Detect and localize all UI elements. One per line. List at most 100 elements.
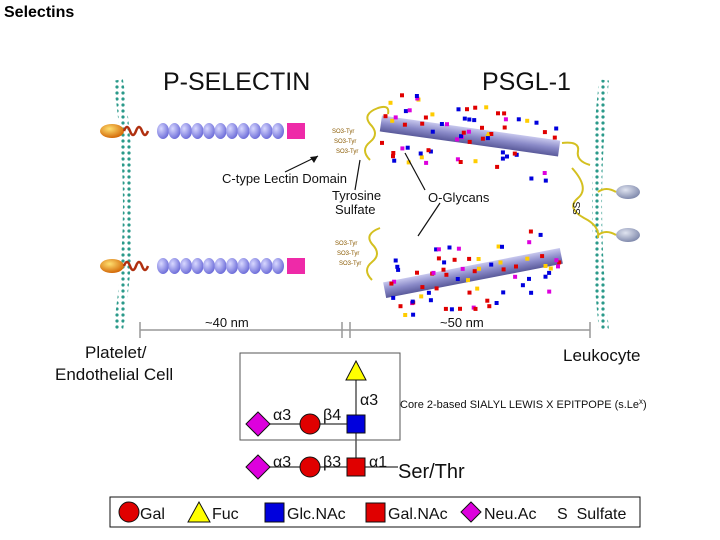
glycan-dot-lower-34	[389, 281, 394, 286]
leukocyte-label: Leukocyte	[563, 346, 641, 365]
glycan-dot-upper-45	[424, 160, 429, 165]
glycan-dot-lower-1	[467, 290, 472, 295]
consensus-repeat-upper-11	[272, 123, 284, 139]
glycan-dot-upper-70	[380, 140, 384, 145]
glycan-dot-upper-6	[428, 149, 433, 154]
glcnac-symbol	[346, 414, 366, 434]
glycan-dot-lower-50	[447, 245, 452, 250]
glycan-dot-lower-40	[444, 272, 449, 277]
glycan-dot-upper-1	[467, 139, 472, 144]
psgl1-tail	[571, 167, 600, 239]
glycan-dot-lower-18	[529, 290, 534, 295]
glycan-dot-upper-36	[516, 117, 521, 122]
glycan-dot-lower-17	[475, 286, 480, 291]
glycan-dot-upper-48	[392, 158, 397, 163]
glycan-dot-upper-56	[418, 151, 423, 156]
gal-symbol-lower	[299, 456, 321, 478]
glycan-dot-upper-23	[419, 155, 424, 160]
sulfate-label: Sulfate	[335, 202, 375, 217]
glycan-dot-upper-60	[534, 120, 539, 125]
dist-left-label: ~40 nm	[205, 315, 249, 330]
glycan-dot-upper-10	[480, 136, 485, 141]
glycan-dot-upper-52	[542, 130, 547, 135]
sulfotyrosine-upper: SO3-Tyr SO3-Tyr SO3-Tyr	[332, 129, 358, 155]
leukocyte-link	[597, 188, 617, 236]
glycan-dot-lower-10	[485, 298, 490, 303]
glycan-dot-upper-18	[462, 116, 467, 121]
glycan-dot-lower-57	[547, 289, 552, 294]
glycan-dot-upper-15	[455, 137, 460, 142]
legend-neuac-symbol	[460, 501, 482, 523]
glycan-box	[239, 352, 401, 441]
glycan-dot-upper-51	[400, 146, 405, 151]
glycan-dot-lower-37	[443, 306, 448, 311]
glycan-dot-upper-13	[402, 122, 407, 127]
glycan-dot-upper-43	[420, 121, 425, 126]
glycan-dot-lower-28	[473, 306, 478, 311]
glycan-dot-lower-68	[410, 299, 415, 304]
tyrosine-label: Tyrosine	[332, 188, 381, 203]
glycan-dot-upper-4	[391, 151, 396, 155]
legend-gal: Gal	[140, 506, 165, 523]
glycan-dot-lower-31	[420, 285, 425, 290]
glycan-dot-lower-27	[392, 279, 397, 284]
glycan-dot-upper-38	[529, 176, 534, 181]
egf-domain-upper	[287, 123, 305, 139]
psgl1-rod-upper	[379, 115, 561, 157]
glycan-dot-lower-53	[476, 257, 481, 261]
glycan-dot-lower-52	[528, 229, 533, 234]
glycan-dot-lower-56	[426, 290, 431, 295]
psgl1-stalk-lower	[366, 227, 381, 281]
glycan-dot-upper-58	[400, 93, 404, 98]
glycan-dot-upper-27	[407, 108, 412, 113]
glycan-dot-lower-8	[391, 295, 396, 300]
transmembrane-lower	[122, 260, 150, 272]
glycan-dot-lower-26	[543, 274, 548, 279]
consensus-repeat-lower-11	[272, 258, 284, 274]
glycan-dot-lower-21	[456, 246, 461, 251]
glycan-dot-lower-47	[466, 278, 470, 283]
consensus-repeat-lower-6	[214, 258, 227, 274]
glycan-dot-lower-19	[487, 304, 492, 309]
transmembrane-upper	[122, 125, 150, 137]
glycan-dot-upper-28	[465, 107, 469, 112]
glycan-dot-upper-8	[472, 118, 477, 123]
glycan-dot-upper-30	[500, 150, 505, 155]
glycan-dot-lower-48	[538, 232, 543, 237]
consensus-repeat-lower-3	[180, 258, 192, 274]
glycan-dot-upper-14	[554, 126, 559, 131]
sulfotyrosine-lower: SO3-Tyr SO3-Tyr SO3-Tyr	[335, 241, 361, 267]
so3-tyr-5: SO3-Tyr	[337, 251, 359, 257]
consensus-repeat-upper-1	[157, 123, 169, 139]
glycan-dot-lower-13	[501, 267, 506, 272]
glycan-dot-lower-66	[527, 276, 531, 281]
p-selectin-label: P-SELECTIN	[163, 68, 310, 96]
glycan-dot-upper-37	[426, 148, 431, 153]
glycan-dot-lower-9	[460, 266, 465, 271]
legend-galnac: Gal.NAc	[388, 506, 448, 523]
glycan-dot-upper-25	[489, 132, 494, 136]
glycan-dot-lower-7	[415, 270, 419, 275]
consensus-repeat-upper-7	[226, 123, 238, 139]
a3-top: α3	[360, 392, 378, 409]
psgl1-stalk-upper	[364, 105, 390, 161]
glycan-dot-lower-12	[411, 312, 416, 317]
oglycans-label: O-Glycans	[428, 190, 490, 205]
consensus-repeat-lower-5	[203, 258, 215, 274]
platelet-label-2: Endothelial Cell	[55, 365, 173, 384]
legend-glcnac: Glc.NAc	[287, 506, 346, 523]
consensus-repeat-upper-4	[191, 123, 204, 139]
anchor-upper	[100, 124, 124, 138]
glycan-dot-upper-67	[496, 111, 500, 116]
glycan-dot-lower-20	[501, 290, 506, 295]
glycan-dot-lower-46	[398, 304, 403, 309]
consensus-repeat-upper-9	[249, 123, 261, 139]
glycan-dot-upper-2	[403, 109, 408, 114]
glycan-dot-upper-57	[415, 96, 420, 101]
consensus-repeat-upper-6	[214, 123, 227, 139]
glycan-dot-upper-44	[500, 156, 505, 161]
glycan-dot-upper-68	[456, 107, 461, 112]
galnac-symbol	[346, 457, 366, 477]
glycan-dot-lower-55	[514, 264, 518, 269]
